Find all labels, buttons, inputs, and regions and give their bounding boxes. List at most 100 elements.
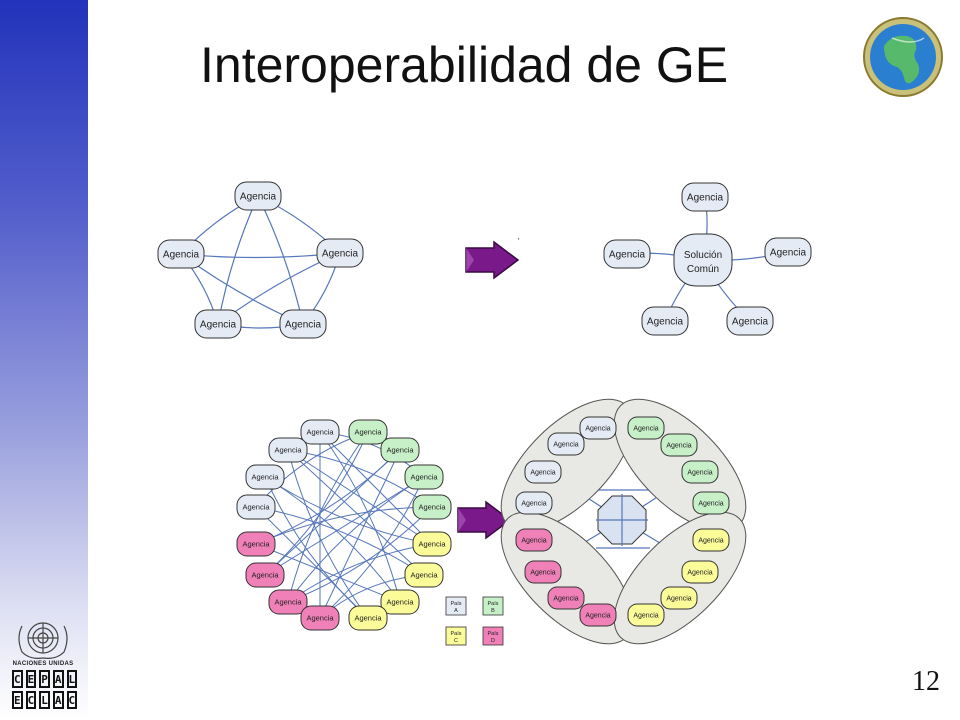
- agency-node: Agencia: [681, 182, 729, 212]
- common-solution-label-line2: Común: [687, 264, 719, 275]
- node-label: Agencia: [687, 469, 712, 476]
- common-solution-node: [673, 233, 733, 287]
- node-label: Agencia: [306, 428, 334, 437]
- node-shape: [681, 182, 729, 212]
- node-label: Agencia: [687, 569, 712, 576]
- agency-node: Agencia: [157, 239, 205, 269]
- agency-node: Agencia: [348, 605, 388, 631]
- cross-link: [255, 506, 425, 576]
- node-label: Agencia: [530, 569, 555, 576]
- node-label: Agencia: [666, 595, 691, 602]
- agency-node: Agencia: [236, 531, 276, 557]
- node-shape: [579, 416, 617, 440]
- agency-node: Agencia: [515, 528, 553, 552]
- cross-link: [287, 449, 433, 545]
- agency-node: Agencia: [524, 460, 562, 484]
- node-shape: [515, 491, 553, 515]
- node-shape: [279, 309, 327, 339]
- agency-node: Agencia: [236, 494, 276, 520]
- agency-node: Agencia: [194, 309, 242, 339]
- agency-node: Agencia: [380, 437, 420, 463]
- agency-node: Agencia: [627, 416, 665, 440]
- arrow-right-icon: [457, 500, 512, 540]
- left-gradient-bar: [0, 0, 88, 720]
- node-label: Agencia: [666, 442, 691, 449]
- agency-node: Agencia: [681, 460, 719, 484]
- node-shape: [234, 181, 282, 211]
- agency-node: Agencia: [547, 586, 585, 610]
- node-label: Agencia: [274, 598, 302, 607]
- node-shape: [673, 233, 733, 287]
- cross-link: [264, 431, 369, 576]
- node-shape: [157, 239, 205, 269]
- agency-node: Agencia: [300, 605, 340, 631]
- page-number: 12: [912, 666, 940, 697]
- node-label: Agencia: [770, 248, 807, 259]
- node-shape: [404, 562, 444, 588]
- un-emblem-icon: [18, 622, 68, 659]
- cross-link: [287, 476, 425, 603]
- agency-node: Agencia: [245, 464, 285, 490]
- node-shape: [300, 605, 340, 631]
- un-label: NACIONES UNIDAS: [12, 661, 74, 667]
- node-shape: [726, 306, 774, 336]
- agency-node: Agencia: [692, 491, 730, 515]
- node-shape: [380, 589, 420, 615]
- agency-node: Agencia: [627, 603, 665, 627]
- logo-letter: E: [12, 691, 23, 709]
- cross-link: [319, 449, 401, 619]
- agency-node: Agencia: [245, 562, 285, 588]
- country-prefix: País: [450, 601, 461, 607]
- node-shape: [660, 433, 698, 457]
- cross-link: [255, 506, 433, 545]
- arrow-right-icon: [465, 240, 520, 280]
- node-label: Agencia: [274, 446, 302, 455]
- node-label: Agencia: [585, 425, 610, 432]
- node-label: Agencia: [687, 193, 724, 204]
- agency-node: Agencia: [515, 491, 553, 515]
- cepal-eclac-logo: C E P A L E C L A C: [12, 670, 78, 712]
- node-shape: [236, 494, 276, 520]
- node-shape: [348, 605, 388, 631]
- node-shape: [764, 237, 812, 267]
- node-shape: [692, 491, 730, 515]
- node-label: Agencia: [530, 469, 555, 476]
- node-shape: [268, 437, 308, 463]
- node-shape: [579, 603, 617, 627]
- node-label: Agencia: [285, 320, 322, 331]
- node-shape: [524, 560, 562, 584]
- node-shape: [681, 560, 719, 584]
- node-label: Agencia: [306, 614, 334, 623]
- node-shape: [524, 460, 562, 484]
- agency-node: Agencia: [660, 586, 698, 610]
- node-shape: [300, 419, 340, 445]
- cross-link: [264, 476, 401, 603]
- node-label: Agencia: [386, 598, 414, 607]
- agency-node: Agencia: [380, 589, 420, 615]
- node-label: Agencia: [410, 473, 438, 482]
- cross-link: [264, 449, 401, 576]
- eclac-row: E C L A C: [12, 691, 78, 709]
- node-shape: [515, 528, 553, 552]
- country-prefix: País: [487, 601, 498, 607]
- node-label: Agencia: [633, 612, 658, 619]
- logo-letter: C: [25, 691, 37, 709]
- node-label: Agencia: [698, 537, 723, 544]
- node-shape: [245, 464, 285, 490]
- cross-link: [287, 506, 433, 603]
- stray-tick: ': [518, 237, 520, 246]
- node-shape: [404, 464, 444, 490]
- logo-letter: P: [39, 670, 50, 688]
- node-label: Agencia: [418, 503, 446, 512]
- node-label: Agencia: [354, 428, 382, 437]
- node-shape: [547, 432, 585, 456]
- node-shape: [245, 562, 285, 588]
- agency-node: Agencia: [268, 437, 308, 463]
- node-label: Agencia: [609, 250, 646, 261]
- agency-node: Agencia: [404, 464, 444, 490]
- node-shape: [412, 494, 452, 520]
- node-label: Agencia: [418, 540, 446, 549]
